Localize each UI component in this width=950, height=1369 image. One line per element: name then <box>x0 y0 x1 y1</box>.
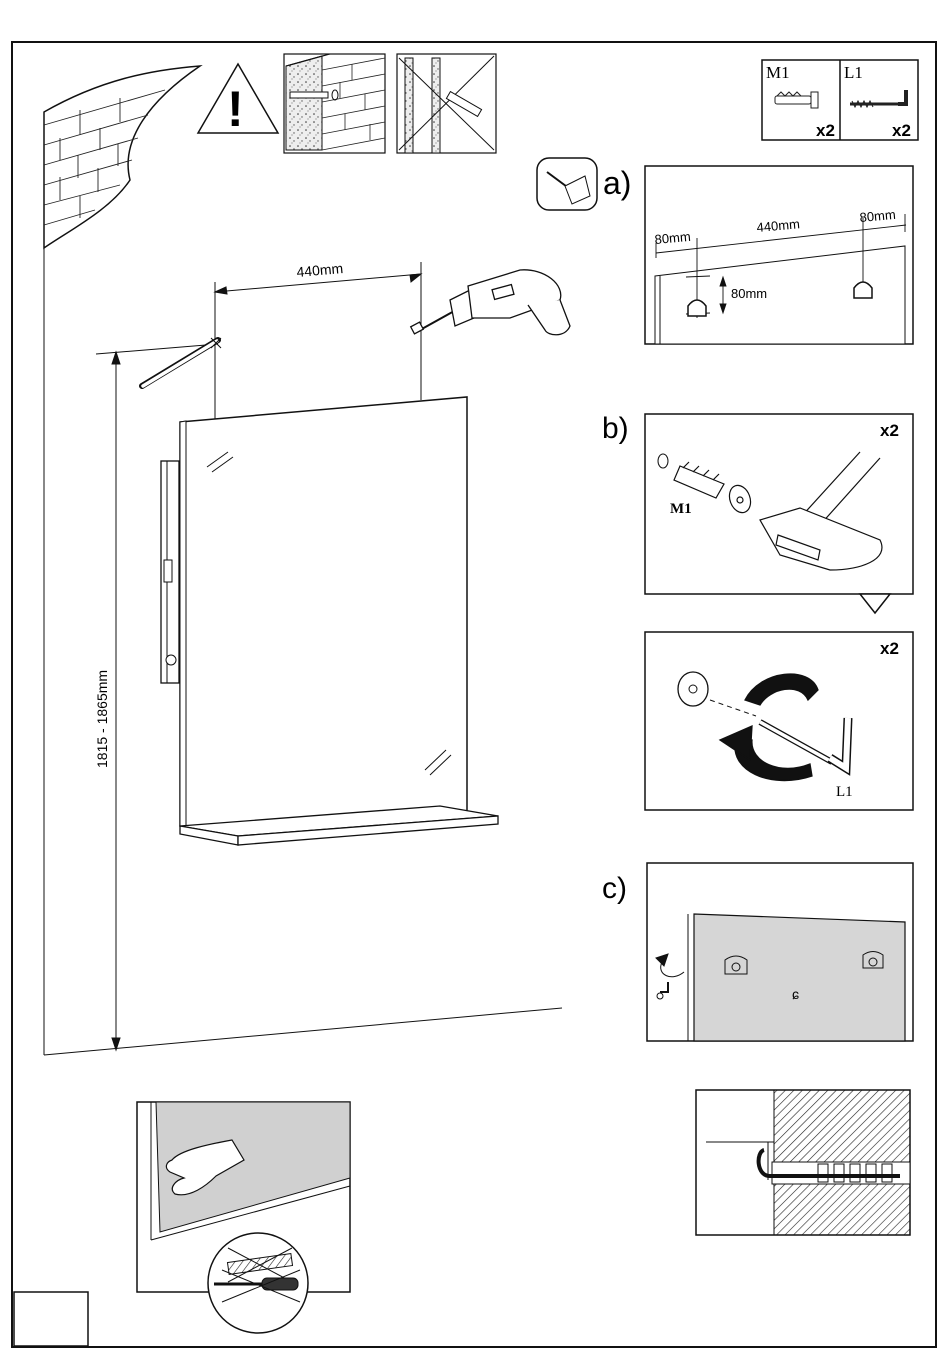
hollow-wall-icon <box>397 54 496 153</box>
hook-drop-label: 80mm <box>731 286 767 301</box>
warning-icon: ! <box>198 64 278 137</box>
edge-left-label: 80mm <box>654 229 691 247</box>
drill-icon <box>411 270 570 335</box>
step-a-label: a) <box>603 165 631 201</box>
step-b-part-m1: M1 <box>670 501 692 517</box>
step-c-label: c) <box>602 872 627 905</box>
spacing-label: 440mm <box>296 260 344 280</box>
step-b-part-l1: L1 <box>836 784 853 800</box>
step-c-panel: ɕ <box>647 863 913 1041</box>
spacing-dimension <box>215 262 421 420</box>
part-m1-code: M1 <box>766 63 790 82</box>
pencil-marking-icon <box>537 158 597 210</box>
step-b-panel-hook: x2 L1 <box>645 632 913 810</box>
edge-right-label: 80mm <box>859 207 896 225</box>
wall-cross-section <box>696 1090 910 1235</box>
step-b-qty-top: x2 <box>880 421 899 440</box>
height-range-label: 1815 - 1865mm <box>94 670 110 768</box>
step-a-panel: 80mm 80mm 440mm 80mm <box>645 166 913 344</box>
warning-glyph: ! <box>227 81 244 137</box>
parts-box: M1 L1 x2 x2 <box>762 60 918 140</box>
part-l1-code: L1 <box>844 63 863 82</box>
hook-mark-glyph: ɕ <box>792 986 799 1002</box>
cleaning-panel <box>137 1102 350 1333</box>
hook-marker-right <box>854 282 872 298</box>
mirror-panel <box>180 397 467 826</box>
part-l1-qty: x2 <box>892 121 911 140</box>
level-icon <box>161 461 179 683</box>
step-b-panel-plug: x2 M1 <box>645 414 913 594</box>
step-b-label: b) <box>602 412 629 445</box>
tool-warning-circle <box>208 1233 308 1333</box>
callout-arrow <box>860 594 890 613</box>
solid-wall-icon <box>284 54 385 153</box>
hook-marker-left <box>688 300 706 316</box>
corner-box <box>14 1292 88 1346</box>
pencil-tool-icon <box>142 338 221 386</box>
washer-icon <box>678 672 708 706</box>
step-b-qty-bottom: x2 <box>880 639 899 658</box>
part-m1-qty: x2 <box>816 121 835 140</box>
brick-wall-corner <box>44 66 200 248</box>
